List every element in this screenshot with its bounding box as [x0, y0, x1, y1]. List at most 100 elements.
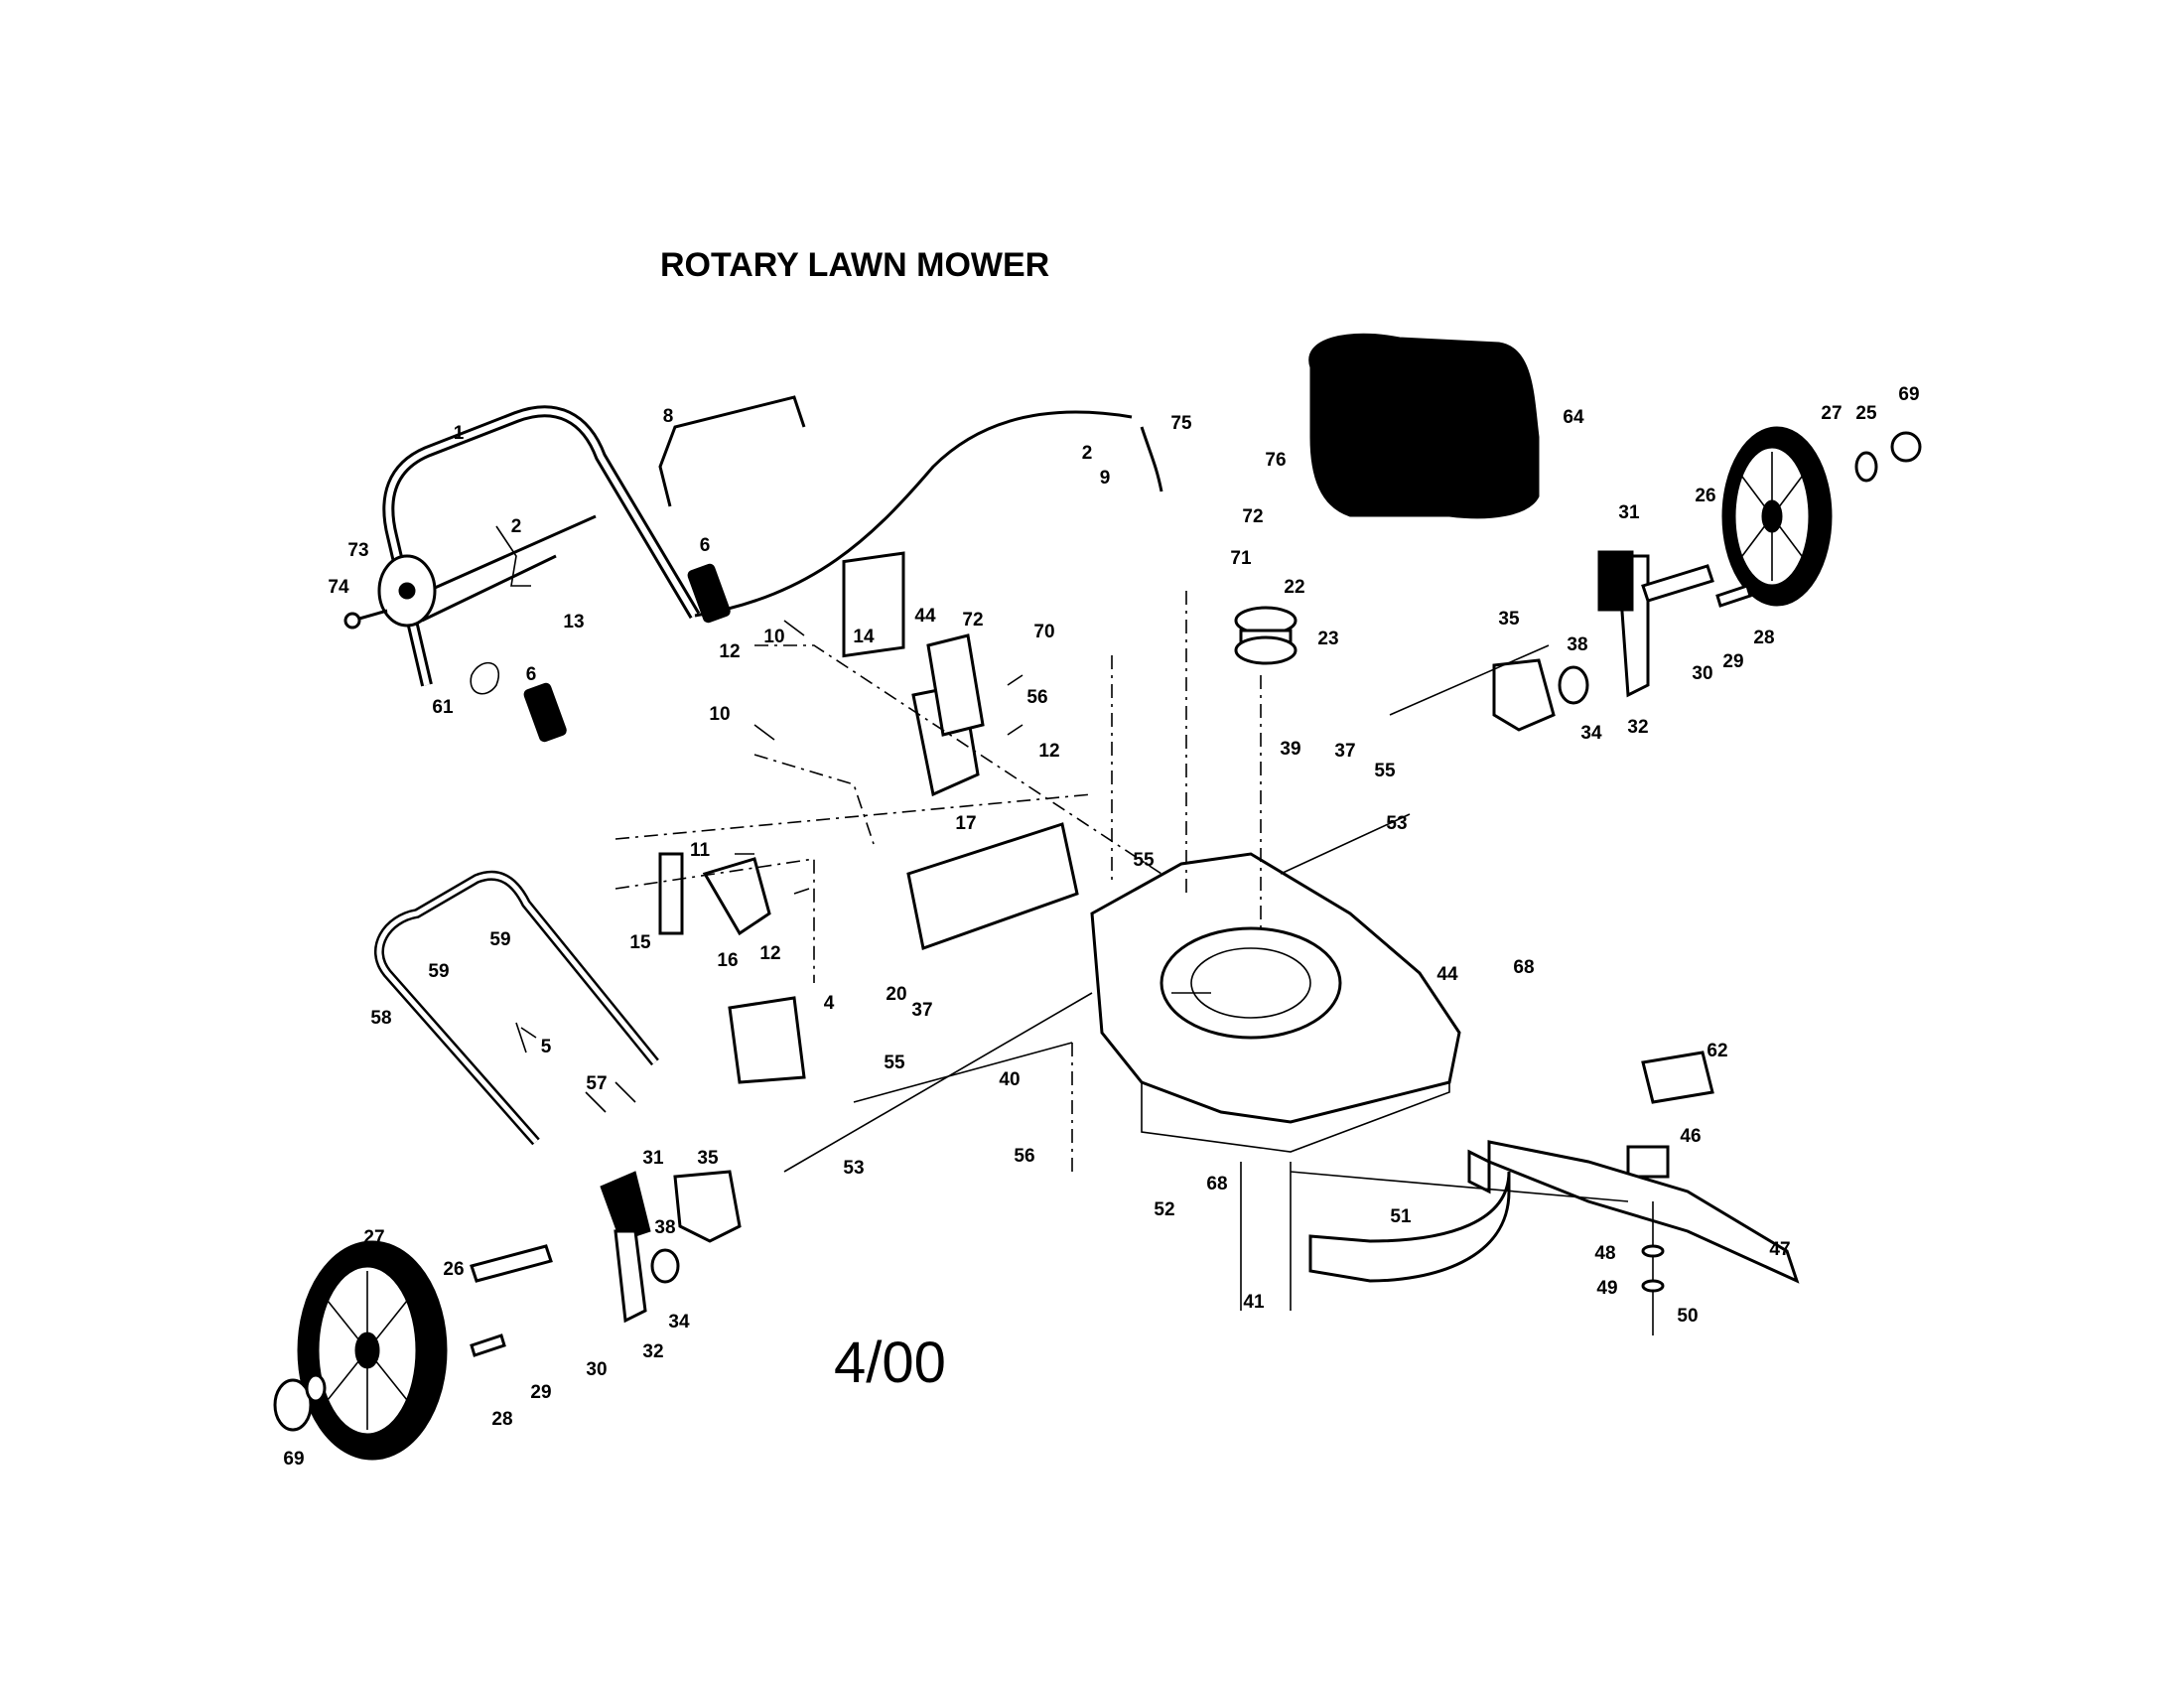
control-bar: [658, 395, 806, 507]
callout-29a: 29: [1722, 651, 1743, 672]
callout-55c: 55: [884, 1052, 905, 1073]
callout-56a: 56: [1026, 687, 1047, 708]
hubcap-right: [1890, 431, 1922, 463]
callout-12c: 12: [759, 943, 780, 964]
callout-40: 40: [999, 1069, 1020, 1090]
wheel-axle-right: [1641, 564, 1714, 603]
callout-9: 9: [1100, 468, 1111, 489]
callout-72b: 72: [962, 610, 983, 631]
callout-38a: 38: [1567, 634, 1587, 655]
callout-51: 51: [1390, 1206, 1412, 1227]
hubcap-left: [273, 1378, 313, 1432]
blade-hold-bracket: [1641, 1051, 1714, 1104]
callout-11: 11: [690, 840, 711, 861]
callout-34b: 34: [668, 1312, 690, 1333]
callout-31a: 31: [1618, 502, 1640, 523]
callout-59a: 59: [428, 961, 449, 982]
revision-date: 4/00: [834, 1331, 946, 1395]
wheel-washer-left: [305, 1373, 327, 1403]
callout-53a: 53: [1386, 813, 1407, 834]
mounting-screws: [735, 620, 1024, 895]
callout-4: 4: [824, 993, 835, 1014]
callout-59b: 59: [489, 929, 510, 950]
callout-49: 49: [1596, 1278, 1617, 1299]
callout-37b: 37: [911, 1000, 932, 1021]
callout-13: 13: [563, 612, 584, 632]
callout-68a: 68: [1513, 957, 1534, 978]
callout-62: 62: [1706, 1041, 1727, 1061]
left-spacer: [650, 1248, 680, 1284]
starter-pulley: [1234, 606, 1297, 665]
handle-knob-upper: [687, 563, 731, 624]
height-adjust-plate-right: [1492, 658, 1556, 732]
callout-74: 74: [328, 577, 349, 598]
callout-47: 47: [1769, 1239, 1790, 1260]
callout-10a: 10: [763, 627, 784, 647]
lower-handle: [374, 870, 659, 1146]
callout-52: 52: [1154, 1199, 1174, 1220]
rear-bracket-plate: [926, 633, 985, 737]
starter-rope-guide: [377, 554, 437, 628]
callout-75: 75: [1170, 413, 1192, 434]
callout-5: 5: [541, 1037, 552, 1057]
callout-2a: 2: [511, 516, 522, 537]
callout-26a: 26: [1695, 486, 1715, 506]
callout-15: 15: [629, 932, 651, 953]
callout-28a: 28: [1753, 628, 1774, 648]
callout-55a: 55: [1374, 761, 1396, 781]
callout-29b: 29: [530, 1382, 551, 1403]
callout-6b: 6: [526, 664, 537, 685]
callout-30b: 30: [586, 1359, 607, 1380]
callout-44a: 44: [914, 606, 936, 627]
callout-38b: 38: [654, 1217, 675, 1238]
callout-46: 46: [1680, 1126, 1701, 1147]
blade-adapter: [1626, 1145, 1670, 1179]
callout-6a: 6: [700, 535, 711, 556]
wheel-bolt-left: [470, 1333, 506, 1357]
callout-72a: 72: [1242, 506, 1263, 527]
rear-wheel-left: [297, 1240, 448, 1461]
callout-14: 14: [853, 627, 875, 647]
rope-guide-bolt: [343, 609, 388, 630]
callout-31b: 31: [642, 1148, 664, 1169]
blade-bolt-stack: [1641, 1201, 1665, 1335]
wheel-bolt-right: [1715, 584, 1752, 608]
callout-70: 70: [1033, 622, 1054, 642]
callout-28b: 28: [491, 1409, 512, 1430]
control-bracket: [842, 551, 905, 658]
callout-55b: 55: [1133, 850, 1155, 871]
callout-76: 76: [1265, 450, 1286, 471]
cable-tie: [470, 661, 499, 695]
handle-knob-lower: [523, 682, 567, 743]
callout-71: 71: [1230, 548, 1252, 569]
callout-34a: 34: [1580, 723, 1602, 744]
right-spacer: [1558, 665, 1589, 705]
engine: [1308, 333, 1540, 519]
wheel-axle-left: [470, 1244, 553, 1283]
callout-57: 57: [586, 1073, 607, 1094]
callout-17: 17: [955, 813, 976, 834]
rear-baffle: [906, 822, 1079, 950]
callout-61: 61: [432, 697, 454, 718]
callout-12b: 12: [1038, 741, 1059, 762]
callout-56b: 56: [1014, 1146, 1034, 1167]
handle-bracket-left: [658, 852, 684, 935]
callout-64: 64: [1563, 407, 1584, 428]
callout-44b: 44: [1436, 964, 1458, 985]
callout-50: 50: [1677, 1306, 1698, 1327]
callout-20: 20: [886, 984, 906, 1005]
callout-32b: 32: [642, 1341, 663, 1362]
callout-58: 58: [370, 1008, 391, 1029]
callout-23: 23: [1317, 629, 1338, 649]
callout-68b: 68: [1206, 1174, 1227, 1194]
engine-control-cable: [694, 410, 1163, 618]
callout-27b: 27: [363, 1227, 384, 1248]
wheel-height-bracket-left: [600, 1171, 651, 1324]
part-labels: 1 2 2 4 5 6 6 8 9 10 10 11 12 12 12 13 1…: [283, 384, 1919, 1470]
cable-clip: [495, 525, 531, 587]
handle-bracket-right: [702, 857, 771, 936]
callout-32a: 32: [1627, 717, 1648, 738]
wheel-height-bracket-right: [1597, 550, 1650, 698]
assembly-leaders: [614, 591, 1629, 1311]
